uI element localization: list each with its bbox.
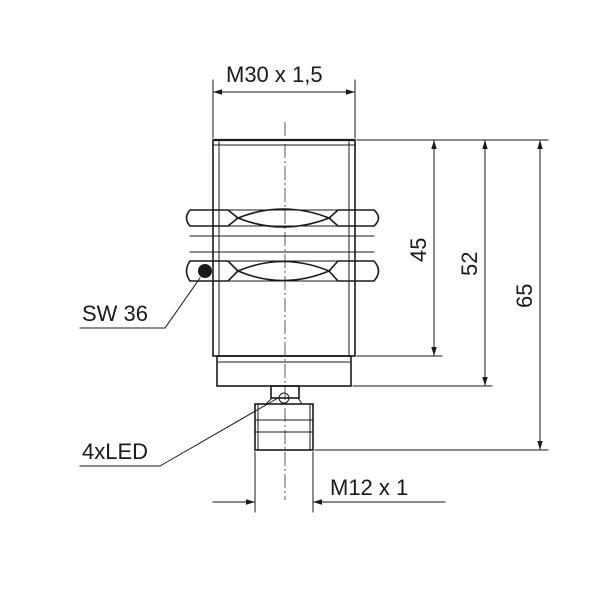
sensor-housing-bottom [216, 355, 352, 387]
dim-45-label: 45 [406, 238, 431, 262]
dim-52-label: 52 [457, 252, 482, 276]
dim-thread-connector: M12 x 1 [212, 451, 446, 513]
hex-nut-lower [185, 251, 380, 282]
dim-vertical: 45 52 65 [314, 139, 549, 451]
nut-marker-dot [198, 264, 212, 278]
dim-thread-main: M30 x 1,5 [212, 62, 356, 139]
callout-wrench-size: SW 36 [79, 277, 201, 329]
m12-connector [254, 403, 314, 451]
sensor-body [212, 138, 356, 357]
dim-65-label: 65 [512, 284, 537, 308]
callout-led: 4xLED [79, 397, 279, 467]
led-label: 4xLED [82, 439, 148, 464]
wrench-size-label: SW 36 [82, 301, 148, 326]
hex-nut-upper [185, 208, 380, 237]
thread-connector-label: M12 x 1 [330, 475, 408, 500]
thread-main-label: M30 x 1,5 [226, 62, 323, 87]
